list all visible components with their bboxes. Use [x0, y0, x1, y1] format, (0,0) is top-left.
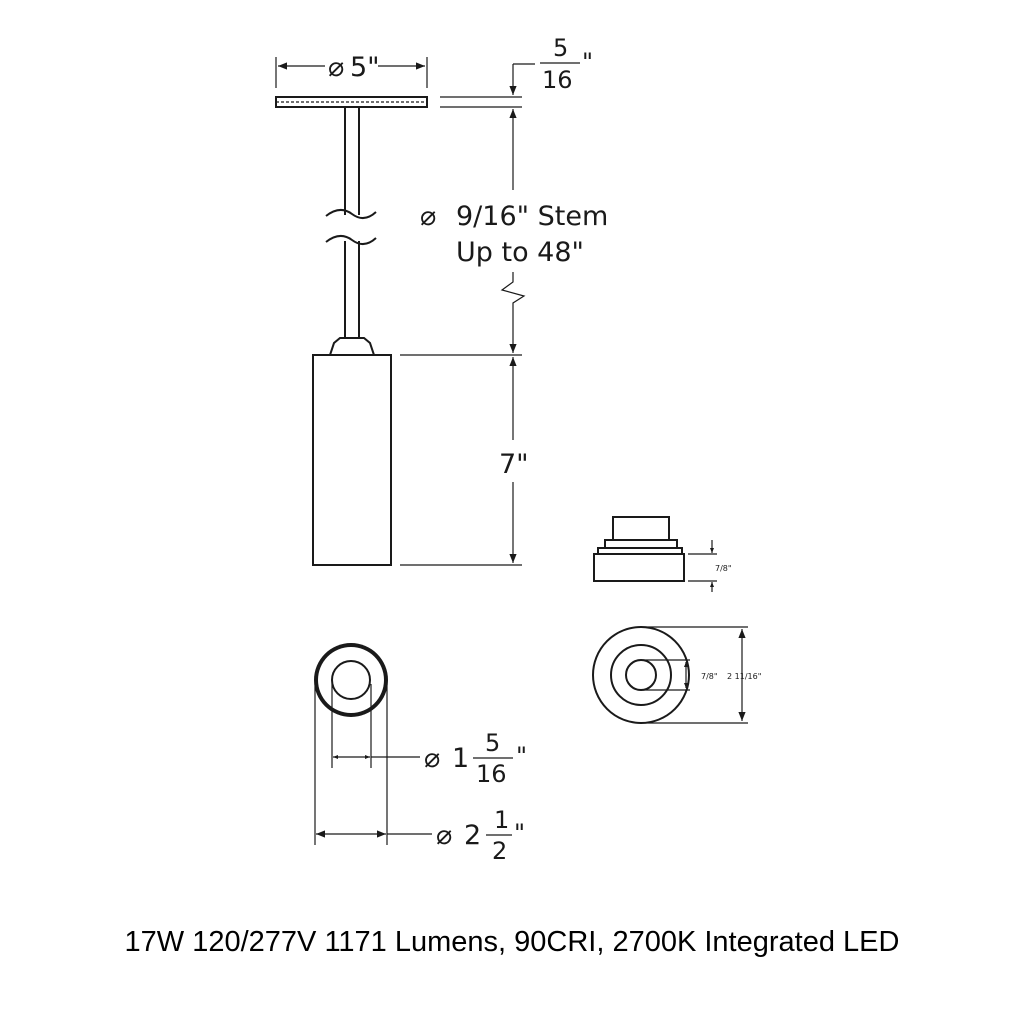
trim-aperture — [625, 659, 657, 691]
stem-break-symbol — [325, 209, 377, 219]
trim-side-detail: 7/8" — [593, 516, 732, 592]
trim-top-boss — [612, 516, 670, 541]
inner-diameter-unit: " — [516, 742, 527, 770]
stem-diameter-symbol: ⌀ — [420, 201, 436, 232]
body-height-label: 7" — [499, 449, 529, 480]
outer-diameter-whole: 2 — [464, 820, 481, 851]
canopy-thickness-numerator: 5 — [553, 34, 568, 62]
inner-diameter-symbol: ⌀ — [424, 743, 440, 774]
trim-base — [593, 553, 685, 582]
bottom-view: ⌀ 1 5 16 " ⌀ 2 1 2 " — [314, 643, 527, 865]
trim-top-detail: 7/8" 2 11/16" — [592, 626, 761, 724]
outer-diameter-unit: " — [514, 819, 525, 847]
canopy-diameter-symbol: ⌀ — [328, 52, 344, 83]
inner-diameter-denominator: 16 — [476, 760, 507, 788]
side-elevation: ⌀ 5" 5 16 " ⌀ 9/16" Stem Up to 48" 7" — [275, 34, 608, 566]
stem-label-line1: 9/16" Stem — [456, 201, 608, 232]
outer-diameter-denominator: 2 — [492, 837, 507, 865]
inner-diameter-numerator: 5 — [485, 729, 500, 757]
stem-collar — [328, 337, 376, 356]
stem-label-line2: Up to 48" — [456, 237, 584, 268]
aperture — [331, 660, 371, 700]
canopy-diameter-label: 5" — [350, 52, 380, 83]
spec-caption: 17W 120/277V 1171 Lumens, 90CRI, 2700K I… — [124, 926, 900, 958]
trim-height-label: 7/8" — [715, 564, 732, 573]
outer-diameter-symbol: ⌀ — [436, 820, 452, 851]
inner-diameter-whole: 1 — [452, 743, 469, 774]
trim-inner-diameter-label: 7/8" — [701, 672, 718, 681]
outer-diameter-numerator: 1 — [494, 806, 509, 834]
canopy-thickness-unit: " — [582, 48, 593, 76]
trim-outer-diameter-label: 2 11/16" — [727, 672, 761, 681]
cylinder-body — [312, 354, 392, 566]
canopy-thickness-denominator: 16 — [542, 66, 573, 94]
trim-outer-ring — [592, 626, 690, 724]
stem-length-break — [500, 272, 526, 308]
